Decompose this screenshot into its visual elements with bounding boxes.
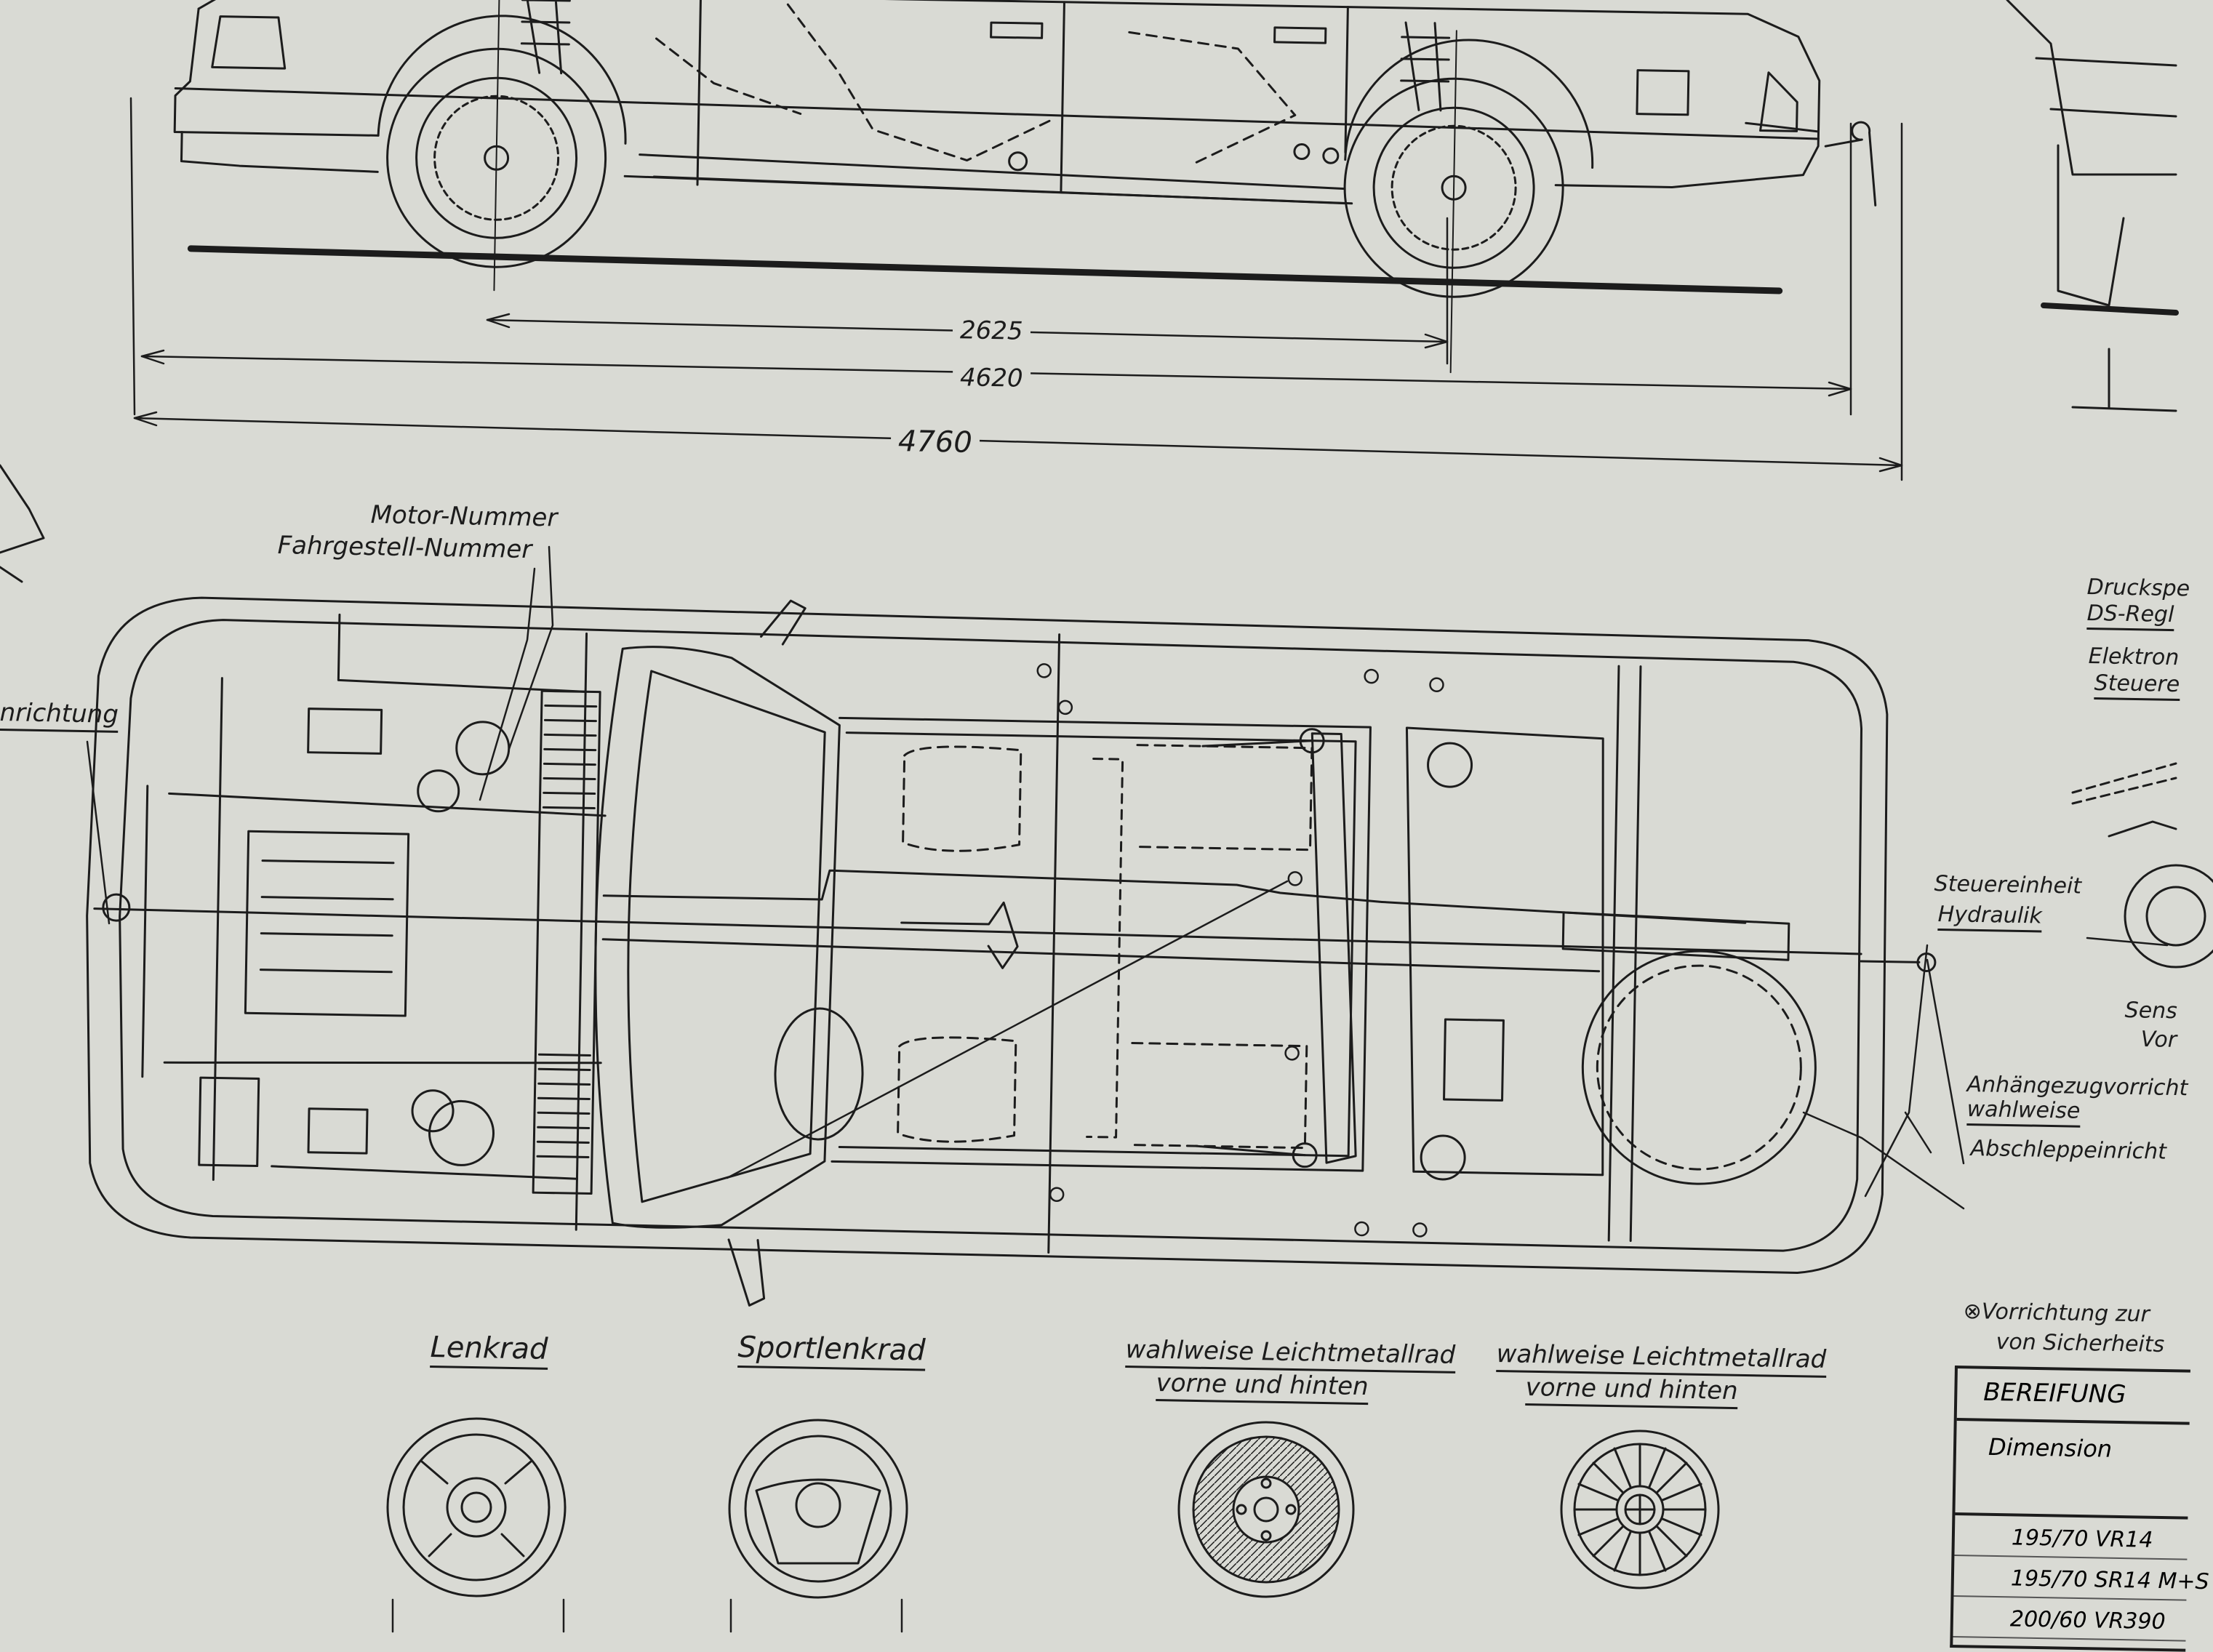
top-view (86, 596, 1937, 1307)
label-fahrgestell-nummer: Fahrgestell-Nummer (277, 531, 532, 565)
caption-alloy1-line2: vorne und hinten (1156, 1368, 1369, 1406)
dimension-wheelbase: 2625 (952, 316, 1031, 346)
partial-rear-view (2006, 0, 2179, 412)
label-sensor: Sens (2124, 998, 2178, 1025)
label-druckspeicher: Druckspe (2086, 574, 2190, 602)
label-elektronik: Elektron (2088, 643, 2180, 671)
partial-left-view (0, 464, 45, 583)
caption-sportlenkrad: Sportlenkrad (737, 1331, 926, 1371)
dimension-length-4760: 4760 (890, 424, 980, 460)
alloy-wheel-1-drawing (1177, 1421, 1355, 1598)
dimension-length-4620: 4620 (952, 363, 1031, 393)
alloy-wheel-2-drawing (1560, 1430, 1720, 1589)
tire-table-row: 195/70 VR14 (1954, 1515, 2188, 1560)
label-wahlweise: wahlweise (1966, 1096, 2081, 1128)
caption-alloy2-line1: wahlweise Leichtmetallrad (1496, 1339, 1827, 1378)
label-vorne-partial: Vor (2140, 1027, 2177, 1053)
caption-lenkrad: Lenkrad (430, 1331, 548, 1370)
leader-lines (86, 545, 2169, 1210)
sport-steering-wheel-drawing (728, 1419, 908, 1599)
label-left-partial: nrichtung (0, 698, 119, 733)
label-abschleppeinrichtung: Abschleppeinricht (1970, 1136, 2167, 1165)
label-steuer: Steuere (2094, 670, 2180, 702)
label-hydraulik: Hydraulik (1937, 902, 2043, 933)
steering-wheel-drawing (386, 1417, 567, 1597)
caption-alloy2-line2: vorne und hinten (1525, 1373, 1738, 1410)
side-view (173, 0, 1877, 374)
label-vorrichtung-line2: von Sicherheits (1996, 1329, 2165, 1358)
tire-table-row: 200/60 VR390 (1953, 1597, 2187, 1642)
tire-table: BEREIFUNG Dimension 195/70 VR14 195/70 S… (1950, 1366, 2209, 1652)
option-column-lines (391, 1598, 903, 1633)
sensor-detail (2071, 762, 2213, 969)
label-motor-nummer: Motor-Nummer (370, 500, 558, 533)
label-vorrichtung-line1: ⊗Vorrichtung zur (1963, 1299, 2150, 1328)
label-steuereinheit: Steuereinheit (1934, 871, 2082, 899)
tire-table-title: BEREIFUNG (1956, 1368, 2190, 1425)
tire-table-row: 195/70 SR14 M+S (1953, 1556, 2209, 1601)
tire-table-col-dimension: Dimension (1955, 1421, 2190, 1520)
caption-alloy1-line1: wahlweise Leichtmetallrad (1125, 1335, 1456, 1374)
label-ds-regler: DS-Regl (2086, 601, 2174, 632)
